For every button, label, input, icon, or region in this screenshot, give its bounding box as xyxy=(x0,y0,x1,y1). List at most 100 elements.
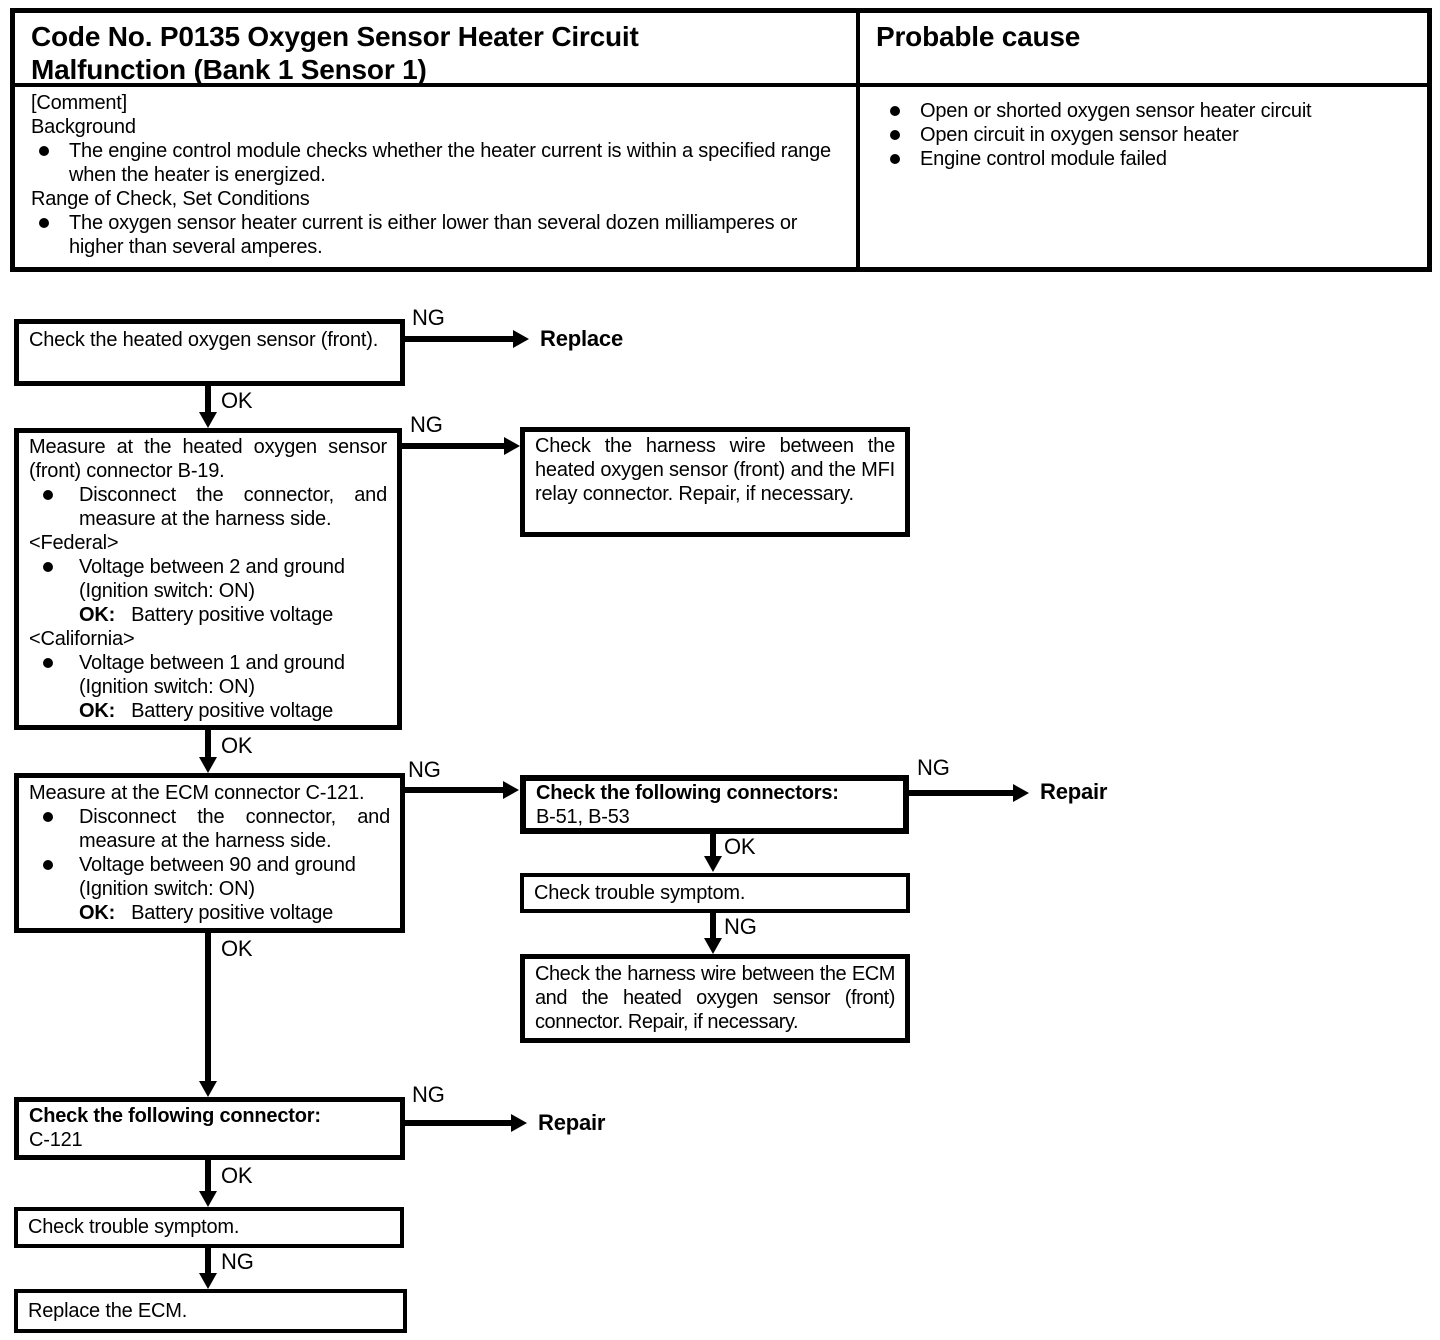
terminal-repair: Repair xyxy=(1040,779,1108,804)
ok-criteria: OK: Battery positive voltage xyxy=(29,901,390,925)
step-text: Check the harness wire between the heate… xyxy=(535,435,895,505)
connector-line xyxy=(405,1120,513,1126)
terminal-replace: Replace xyxy=(540,326,623,351)
arrowhead-down-icon xyxy=(199,1081,217,1097)
probable-cause-item: Open circuit in oxygen sensor heater xyxy=(876,123,1411,147)
ng-label: NG xyxy=(724,914,757,939)
code-title-cell: Code No. P0135 Oxygen Sensor Heater Circ… xyxy=(15,13,860,87)
bullet-icon xyxy=(890,106,900,116)
step-bullet: Voltage between 1 and ground xyxy=(29,651,387,675)
ng-label: NG xyxy=(408,757,441,782)
probable-cause-item: Open or shorted oxygen sensor heater cir… xyxy=(876,99,1411,123)
range-label: Range of Check, Set Conditions xyxy=(31,188,310,210)
arrowhead-right-icon xyxy=(504,437,520,455)
background-item-text: The engine control module checks whether… xyxy=(69,140,831,186)
connector-line xyxy=(205,1160,211,1193)
arrowhead-down-icon xyxy=(199,1273,217,1289)
step-check-connectors-b51-b53: Check the following connectors: B-51, B-… xyxy=(520,775,909,834)
step-title: Check the following connector: xyxy=(29,1105,321,1127)
step-text: Check trouble symptom. xyxy=(534,882,746,904)
condition-text: (Ignition switch: ON) xyxy=(79,676,255,698)
step-check-trouble-symptom-2: Check trouble symptom. xyxy=(14,1207,404,1248)
step-bullet: Disconnect the connector, and measure at… xyxy=(29,805,390,853)
step-text: Check trouble symptom. xyxy=(28,1216,240,1238)
bullet-icon xyxy=(43,562,53,572)
arrowhead-right-icon xyxy=(511,1114,527,1132)
ok-criteria-text: Battery positive voltage xyxy=(131,700,334,722)
arrowhead-right-icon xyxy=(513,330,529,348)
step-measure-ecm-c121: Measure at the ECM connector C-121. Disc… xyxy=(14,773,405,933)
federal-label: <Federal> xyxy=(29,532,119,554)
ok-criteria-text: Battery positive voltage xyxy=(131,604,334,626)
step-check-harness-mfi-relay: Check the harness wire between the heate… xyxy=(520,427,910,537)
range-item-text: The oxygen sensor heater current is eith… xyxy=(69,212,798,258)
ok-criteria-label: OK: xyxy=(79,902,116,924)
step-bullet: Voltage between 90 and ground xyxy=(29,853,390,877)
step-bullet-text: Disconnect the connector, and measure at… xyxy=(79,484,387,530)
ng-label: NG xyxy=(221,1249,254,1274)
ok-label: OK xyxy=(221,936,253,961)
connector-line xyxy=(909,790,1015,796)
ng-label: NG xyxy=(410,412,443,437)
probable-cause-text: Open or shorted oxygen sensor heater cir… xyxy=(920,100,1312,122)
step-title: Measure at the heated oxygen sensor (fro… xyxy=(29,436,387,482)
ok-label: OK xyxy=(724,834,756,859)
step-bullet-text: Voltage between 2 and ground xyxy=(79,556,345,578)
arrowhead-down-icon xyxy=(704,938,722,954)
step-check-connector-c121: Check the following connector: C-121 xyxy=(14,1097,405,1160)
ng-label: NG xyxy=(412,1082,445,1107)
range-item: The oxygen sensor heater current is eith… xyxy=(31,211,840,259)
connector-line xyxy=(405,336,515,342)
bullet-icon xyxy=(890,130,900,140)
ok-criteria: OK: Battery positive voltage xyxy=(29,603,387,627)
step-measure-b19-connector: Measure at the heated oxygen sensor (fro… xyxy=(14,428,402,730)
california-label: <California> xyxy=(29,628,135,650)
terminal-repair: Repair xyxy=(538,1110,606,1135)
bullet-icon xyxy=(43,860,53,870)
connector-line xyxy=(205,730,211,758)
ok-criteria-label: OK: xyxy=(79,700,116,722)
page-title: Code No. P0135 Oxygen Sensor Heater Circ… xyxy=(31,21,639,85)
arrowhead-down-icon xyxy=(199,757,217,773)
probable-cause-item: Engine control module failed xyxy=(876,147,1411,171)
connector-line xyxy=(710,834,716,858)
connector-line xyxy=(405,787,505,793)
bullet-icon xyxy=(43,490,53,500)
ok-criteria: OK: Battery positive voltage xyxy=(29,699,387,723)
arrowhead-right-icon xyxy=(1013,784,1029,802)
ok-label: OK xyxy=(221,1163,253,1188)
comment-cell: [Comment] Background The engine control … xyxy=(15,87,860,267)
ng-label: NG xyxy=(412,305,445,330)
arrowhead-down-icon xyxy=(199,1191,217,1207)
probable-cause-text: Open circuit in oxygen sensor heater xyxy=(920,124,1239,146)
ok-criteria-label: OK: xyxy=(79,604,116,626)
connector-ids: B-51, B-53 xyxy=(536,806,630,828)
connector-line xyxy=(205,386,211,414)
condition-text: (Ignition switch: ON) xyxy=(79,580,255,602)
step-check-heated-oxygen-sensor: Check the heated oxygen sensor (front). xyxy=(14,319,405,386)
background-label: Background xyxy=(31,116,136,138)
bullet-icon xyxy=(39,218,49,228)
connector-line xyxy=(205,1248,211,1275)
bullet-icon xyxy=(890,154,900,164)
ng-label: NG xyxy=(917,755,950,780)
connector-line xyxy=(710,913,716,940)
probable-cause-cell: Probable cause xyxy=(860,13,1427,87)
connector-ids: C-121 xyxy=(29,1129,83,1151)
ok-criteria-text: Battery positive voltage xyxy=(131,902,334,924)
bullet-icon xyxy=(43,812,53,822)
connector-line xyxy=(205,933,211,1083)
step-text: Check the heated oxygen sensor (front). xyxy=(29,329,379,351)
step-text: Replace the ECM. xyxy=(28,1300,188,1322)
step-bullet: Voltage between 2 and ground xyxy=(29,555,387,579)
step-title: Measure at the ECM connector C-121. xyxy=(29,782,365,804)
arrowhead-down-icon xyxy=(704,856,722,872)
step-bullet-text: Disconnect the connector, and measure at… xyxy=(79,806,390,852)
condition-text: (Ignition switch: ON) xyxy=(79,878,255,900)
probable-cause-list: Open or shorted oxygen sensor heater cir… xyxy=(860,87,1427,267)
step-replace-ecm: Replace the ECM. xyxy=(14,1289,407,1333)
comment-tag: [Comment] xyxy=(31,92,128,114)
probable-cause-text: Engine control module failed xyxy=(920,148,1167,170)
step-check-harness-ecm: Check the harness wire between the ECM a… xyxy=(520,954,910,1043)
